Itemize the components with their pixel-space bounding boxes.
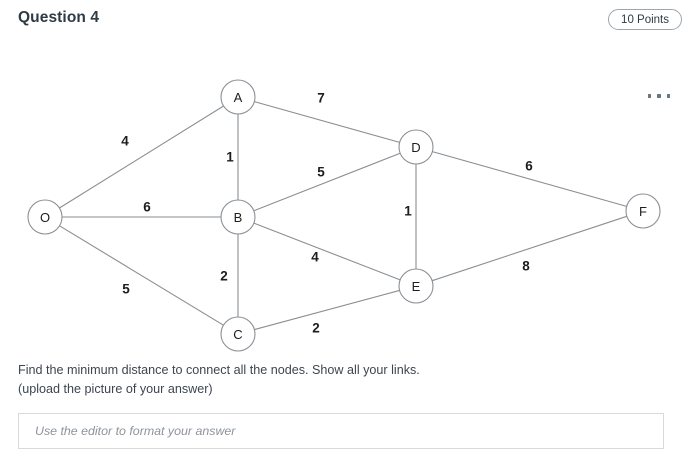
prompt-line-1: Find the minimum distance to connect all… [18,363,420,377]
edge-weight-layer: 4 6 5 1 7 5 2 4 2 1 6 8 [121,91,533,336]
edge-weight-B-E: 4 [311,250,319,265]
edge-weight-D-F: 6 [525,159,533,174]
graph-node-label-C: C [233,327,242,342]
edge-weight-C-E: 2 [312,321,320,336]
prompt-line-2: (upload the picture of your answer) [18,382,213,396]
edge-weight-A-B: 1 [226,150,234,165]
graph-node-D: D [398,129,434,165]
graph-edge-D-F [432,151,627,207]
kebab-dot-2 [657,94,661,98]
page-title: Question 4 [18,9,100,26]
graph-node-O: O [27,199,63,235]
edge-weight-O-B: 6 [143,200,151,215]
graph-node-circle-E [398,268,434,304]
more-options-icon[interactable] [648,90,670,102]
edge-weight-A-D: 7 [317,91,325,106]
graph-node-circle-B [220,199,256,235]
graph-node-label-A: A [234,90,243,105]
graph-edge-B-E [253,222,401,281]
edge-weight-B-D: 5 [317,165,325,180]
graph-node-F: F [625,193,661,229]
edge-weight-D-E: 1 [404,204,412,219]
graph-node-label-O: O [40,210,50,225]
graph-edge-A-D [254,101,400,143]
graph-node-circle-A [220,79,256,115]
graph-node-label-E: E [412,279,421,294]
node-layer: O A B C D E F [27,79,661,352]
edge-weight-E-F: 8 [522,259,530,274]
graph-edge-O-A [59,105,224,209]
graph-edge-C-E [254,289,400,331]
graph-node-A: A [220,79,256,115]
edge-weight-O-A: 4 [121,134,129,149]
kebab-dot-1 [648,94,652,98]
kebab-dot-3 [666,94,670,98]
graph-node-label-D: D [411,140,420,155]
graph-node-circle-F [625,193,661,229]
points-badge: 10 Points [608,9,682,30]
edge-weight-O-C: 5 [122,282,130,297]
graph-node-C: C [220,316,256,352]
graph-edge-O-C [59,225,224,326]
question-header: Question 4 10 Points [0,0,700,46]
graph-diagram: 4 6 5 1 7 5 2 4 2 1 6 8 O A B C D E F [0,58,700,358]
question-prompt: Find the minimum distance to connect all… [18,361,618,399]
edge-layer [59,101,628,331]
graph-node-label-F: F [639,204,647,219]
answer-placeholder: Use the editor to format your answer [35,424,236,438]
graph-node-label-B: B [234,210,243,225]
graph-node-circle-C [220,316,256,352]
edge-weight-B-C: 2 [220,269,228,284]
graph-svg: 4 6 5 1 7 5 2 4 2 1 6 8 O A B C D E F [27,79,661,352]
graph-node-circle-O [27,199,63,235]
graph-edge-E-F [431,215,628,282]
graph-node-B: B [220,199,256,235]
answer-editor[interactable]: Use the editor to format your answer [18,413,664,449]
graph-node-circle-D [398,129,434,165]
graph-edge-B-D [253,152,401,212]
graph-node-E: E [398,268,434,304]
